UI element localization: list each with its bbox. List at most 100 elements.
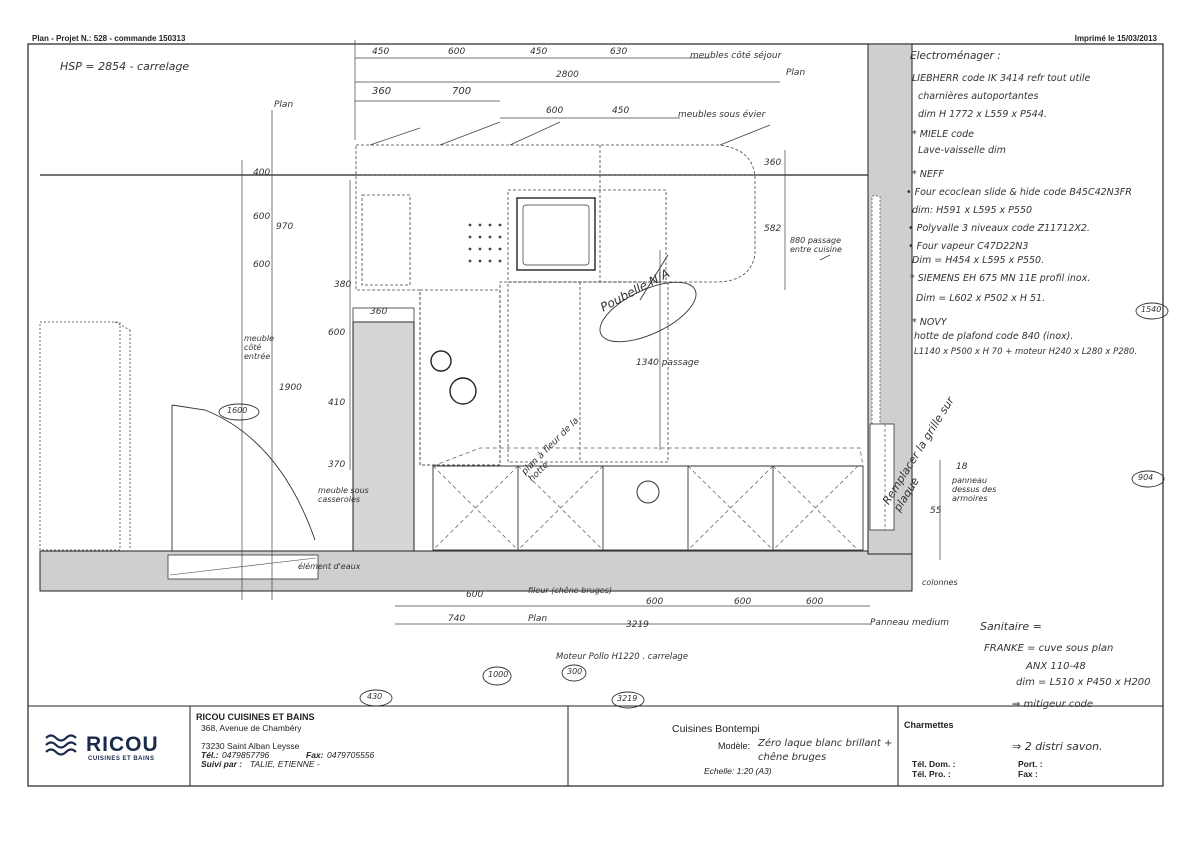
fax-label: Fax: <box>306 750 324 760</box>
header-print-date: Imprimé le 15/03/2013 <box>1074 34 1157 43</box>
suivi-value: TALIE, ETIENNE - <box>250 759 320 769</box>
ricou-logo-sub: CUISINES ET BAINS <box>88 756 155 762</box>
dim-label: 370 <box>328 460 346 470</box>
circle-label: 430 <box>367 692 383 701</box>
dim-label: 600 <box>734 597 752 607</box>
electro-line: • Four ecoclean slide & hide code B45C42… <box>906 187 1132 198</box>
ricou-logo: RICOU <box>86 733 159 756</box>
electro-line: * NEFF <box>912 169 944 180</box>
base-cabinets <box>432 465 864 551</box>
circle-label: 1000 <box>488 670 509 679</box>
dim-note: élément d'eaux <box>298 562 361 571</box>
dim-label: 3219 <box>626 620 649 630</box>
dim-note: meubles côté séjour <box>690 51 782 61</box>
dim-note: fileur (chêne bruges) <box>528 586 612 595</box>
dim-label: 360 <box>370 307 388 317</box>
dim-note: meuble sous casseroles <box>318 486 369 504</box>
hsp-note: HSP = 2854 - carrelage <box>60 60 190 73</box>
dim-label: 55 <box>930 506 942 516</box>
sanitaire-line: ANX 110-48 <box>1026 661 1086 672</box>
tel-dom-label: Tél. Dom. : <box>912 759 956 769</box>
electro-line: • Four vapeur C47D22N3 <box>908 241 1029 252</box>
modele-label: Modèle: <box>718 741 751 751</box>
circle-label: 1540 <box>1141 305 1162 314</box>
dim-note: panneau dessus des armoires <box>952 476 997 503</box>
dim-label: 600 <box>646 597 664 607</box>
drawing-frame <box>27 43 1164 787</box>
electro-line: L1140 x P500 x H 70 + moteur H240 x L280… <box>914 347 1138 357</box>
dim-label: 18 <box>956 462 968 472</box>
electro-title: Electroménager : <box>910 50 1001 62</box>
hob-burner <box>430 350 452 372</box>
dim-label: 582 <box>764 224 782 234</box>
fax-value: 0479705556 <box>327 750 375 760</box>
suivi-label: Suivi par : <box>201 759 243 769</box>
project-name: Cuisines Bontempi <box>672 723 760 735</box>
tel-label: Tél.: <box>201 750 219 760</box>
dim-label: 630 <box>610 47 628 57</box>
sanitaire-line: ⇒ mitigeur code <box>1012 699 1094 710</box>
sink <box>516 197 596 271</box>
dim-label: 410 <box>328 398 346 408</box>
dim-label: 400 <box>253 168 271 178</box>
electro-line: * MIELE code <box>912 129 974 140</box>
company-address: 368, Avenue de Chambéry <box>201 723 302 733</box>
sanitaire-line: FRANKE = cuve sous plan <box>984 643 1114 654</box>
dim-note: meuble côté entrée <box>244 334 275 361</box>
dim-label: 740 <box>448 614 466 624</box>
electro-line: • Polyvalle 3 niveaux code Z11712X2. <box>908 223 1090 234</box>
dim-label: Plan <box>528 614 548 624</box>
electro-line: Dim = H454 x L595 x P550. <box>912 255 1045 266</box>
dim-label: 600 <box>253 212 271 222</box>
dim-note: Panneau medium <box>870 618 949 628</box>
fax-client-label: Fax : <box>1018 769 1038 779</box>
port-label: Port. : <box>1018 759 1043 769</box>
dim-label: 360 <box>372 86 392 97</box>
electro-line: dim H 1772 x L559 x P544. <box>918 109 1047 120</box>
electro-line: hotte de plafond code 840 (inox). <box>914 331 1074 342</box>
dim-note: 1340 passage <box>636 358 700 368</box>
tel-value: 0479857796 <box>222 750 270 760</box>
electro-line: * NOVY <box>912 317 947 328</box>
dim-label: 450 <box>372 47 390 57</box>
dim-label: 600 <box>466 590 484 600</box>
header-project: Plan - Projet N.: 528 - commande 150313 <box>32 34 186 43</box>
dim-note: colonnes <box>922 578 958 587</box>
sanitaire-line: dim = L510 x P450 x H200 <box>1016 677 1151 688</box>
circle-label: 1600 <box>227 406 248 415</box>
dim-note: meubles sous évier <box>678 110 766 120</box>
electro-line: Lave-vaisselle dim <box>918 145 1006 156</box>
company-name: RICOU CUISINES ET BAINS <box>196 712 315 722</box>
electro-line: dim: H591 x L595 x P550 <box>912 205 1033 216</box>
circle-label: 904 <box>1138 473 1154 482</box>
dim-label: 600 <box>546 106 564 116</box>
electro-line: * SIEMENS EH 675 MN 11E profil inox. <box>910 273 1091 284</box>
dim-label: 450 <box>530 47 548 57</box>
ricou-logo-waves <box>45 734 77 756</box>
dim-label: 1900 <box>279 383 302 393</box>
sanitaire-line: ⇒ 2 distri savon. <box>1012 740 1103 753</box>
dim-label: 600 <box>328 328 346 338</box>
dim-label: 970 <box>276 222 294 232</box>
client-name: Charmettes <box>904 720 954 730</box>
electro-line: charnières autoportantes <box>918 91 1039 102</box>
dim-label: 2800 <box>556 70 579 80</box>
dim-label: 360 <box>764 158 782 168</box>
dim-label: 700 <box>452 86 472 97</box>
title-block-lines <box>28 705 1163 786</box>
dim-label: 600 <box>806 597 824 607</box>
modele-value: Zéro laque blanc brillant + chêne bruges <box>758 738 893 763</box>
dim-label: 600 <box>448 47 466 57</box>
echelle: Echelle: 1:20 (A3) <box>704 766 772 776</box>
sanitaire-title: Sanitaire = <box>980 620 1042 633</box>
dim-label: Plan <box>274 100 294 110</box>
hob-burner <box>449 377 477 405</box>
circle-label: 3219 <box>617 694 638 703</box>
circle-label: 300 <box>567 667 583 676</box>
company-city: 73230 Saint Alban Leysse <box>201 741 300 751</box>
electro-line: Dim = L602 x P502 x H 51. <box>916 293 1046 304</box>
electro-line: LIEBHERR code IK 3414 refr tout utile <box>912 73 1091 84</box>
tall-column <box>352 321 415 552</box>
dim-label: 380 <box>334 280 352 290</box>
